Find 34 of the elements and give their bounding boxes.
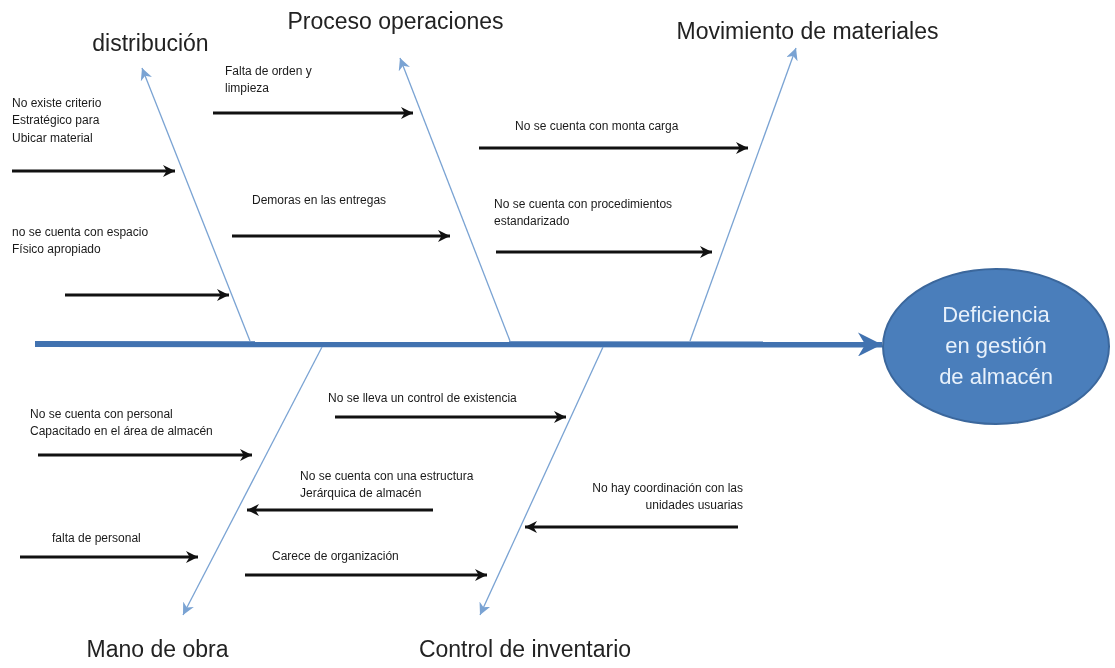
cause-text: No existe criterio Estratégico para Ubicar material	[12, 95, 134, 148]
cause-text: Demoras en las entregas	[222, 192, 394, 210]
cause-text: No se cuenta con una estructura Jerárquica de almacén	[300, 468, 505, 503]
arrow	[247, 504, 433, 516]
arrow	[479, 346, 604, 616]
arrow	[182, 346, 323, 616]
cause-text: falta de personal	[10, 530, 160, 548]
arrow	[38, 449, 252, 461]
arrow	[20, 551, 198, 563]
problem-ellipse: Deficiencia en gestión de almacén	[882, 268, 1110, 425]
arrow	[140, 67, 251, 342]
arrow	[479, 142, 748, 154]
cause-text: No hay coordinación con las unidades usuarias	[553, 480, 743, 515]
category-label: Movimiento de materiales	[650, 18, 965, 48]
arrow	[525, 521, 738, 533]
arrow	[335, 411, 566, 423]
arrow	[12, 165, 175, 177]
arrow	[213, 107, 413, 119]
category-label: Proceso operaciones	[268, 8, 523, 58]
arrow	[245, 569, 487, 581]
arrow	[689, 47, 798, 342]
category-label: Control de inventario	[395, 615, 655, 663]
arrow	[398, 57, 511, 342]
cause-text: Carece de organización	[240, 548, 425, 566]
category-label: Mano de obra	[70, 615, 245, 663]
cause-text: No se cuenta con monta carga	[468, 118, 713, 136]
cause-text: No se lleva un control de existencia	[328, 390, 566, 408]
arrow	[496, 246, 712, 258]
cause-text: No se cuenta con procedimientos estandarizado	[494, 196, 680, 231]
arrow	[232, 230, 450, 242]
arrow	[35, 332, 882, 357]
cause-text: no se cuenta con espacio Físico apropiado	[12, 224, 172, 259]
cause-text: No se cuenta con personal Capacitado en el área de almacén	[30, 406, 235, 441]
arrow	[65, 289, 229, 301]
